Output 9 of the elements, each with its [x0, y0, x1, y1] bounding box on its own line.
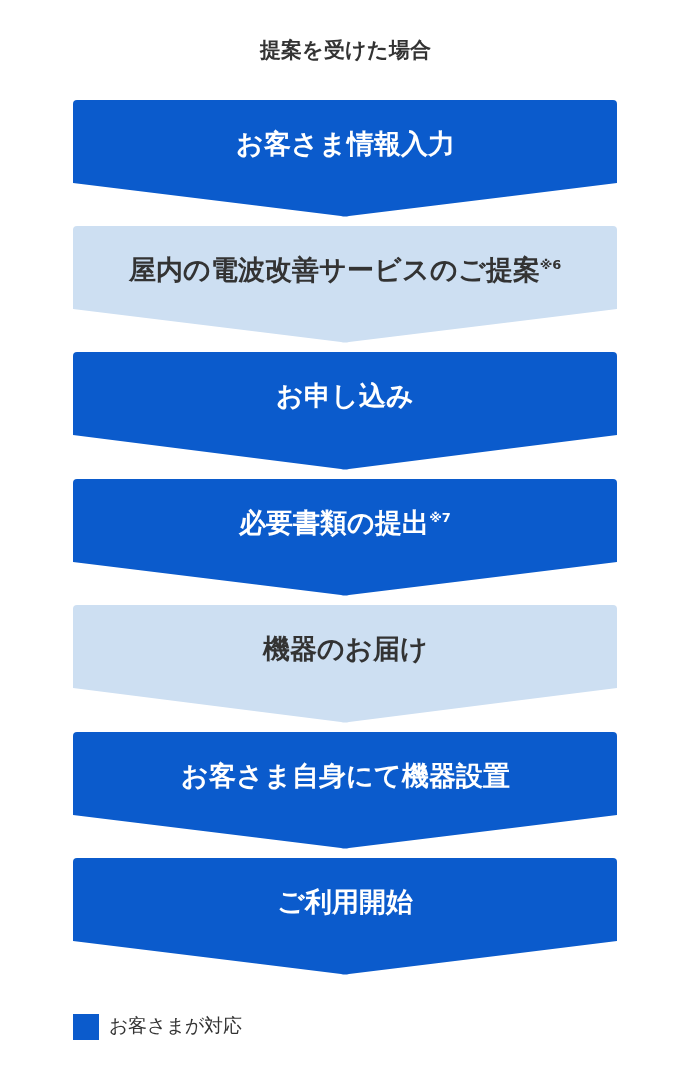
legend-label: お客さまが対応	[109, 1013, 242, 1038]
step-label: お申し込み	[275, 379, 415, 413]
step-label: 必要書類の提出$^{※7}$	[238, 506, 452, 540]
step-label: お客さま情報入力	[234, 127, 456, 161]
step-label: ご利用開始	[276, 885, 414, 919]
step-label: お客さま自身にて機器設置	[179, 759, 511, 793]
title: 提案を受けた場合	[258, 37, 432, 64]
step-label: 屋内の電波改善サービスのご提案$^{※6}$	[127, 253, 563, 287]
step-label: 機器のお届け	[261, 632, 429, 666]
